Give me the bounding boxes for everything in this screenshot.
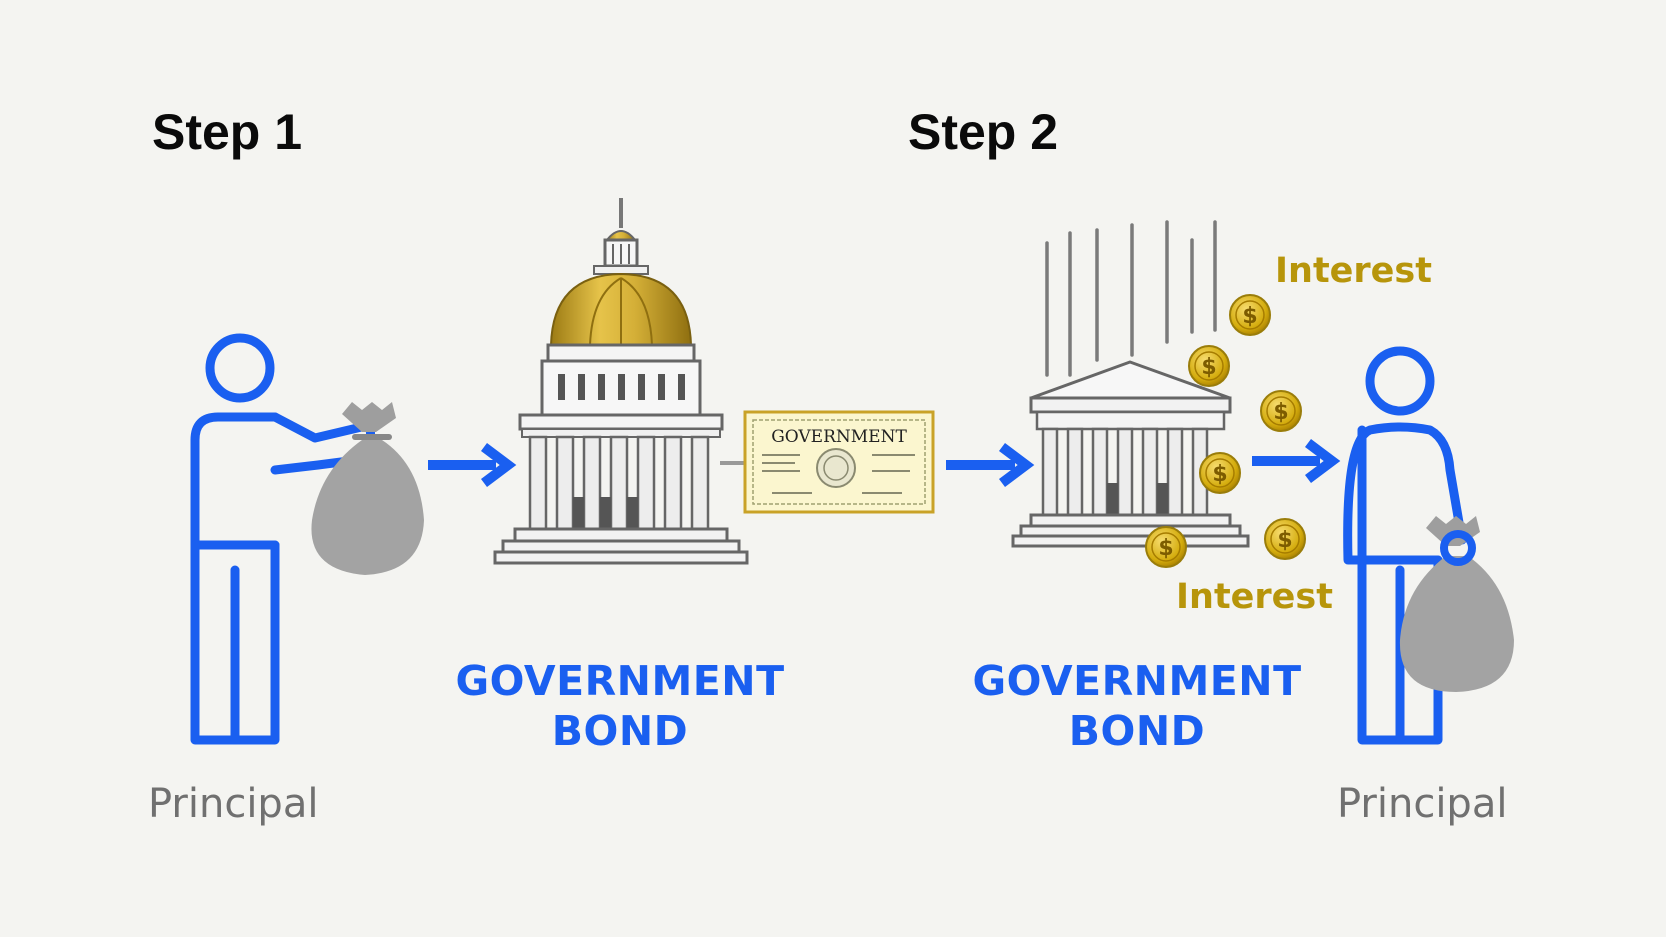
- interest-label-top: Interest: [1275, 251, 1432, 291]
- principal-label-left: Principal: [148, 781, 319, 827]
- money-bag-icon-right: [1399, 516, 1514, 692]
- bond-label-line2: BOND: [551, 707, 689, 755]
- bond-certificate-icon: GOVERNMENT: [743, 410, 935, 514]
- arrow-right-icon-3: [1252, 439, 1341, 483]
- bond-label-line2: BOND: [1068, 707, 1206, 755]
- coin-icon: [1145, 526, 1187, 568]
- bond-label-step1: GOVERNMENT BOND: [420, 656, 820, 756]
- step-1-title: Step 1: [152, 104, 303, 160]
- arrow-right-icon-1: [428, 443, 517, 487]
- coin-icon: [1260, 390, 1302, 432]
- bond-label-line1: GOVERNMENT: [972, 657, 1302, 705]
- coin-icon: [1264, 518, 1306, 560]
- capitol-building-icon: [493, 198, 749, 565]
- coin-icon: [1188, 345, 1230, 387]
- bond-certificate-title: GOVERNMENT: [771, 427, 907, 447]
- coin-icon: [1199, 452, 1241, 494]
- arrow-right-icon-2: [946, 443, 1035, 487]
- bank-building-icon: [1011, 360, 1250, 548]
- step-2-title: Step 2: [908, 104, 1059, 160]
- person-icon-left: [190, 333, 377, 745]
- falling-lines-icon: [1045, 220, 1217, 377]
- money-bag-icon-left: [311, 402, 424, 575]
- principal-label-right: Principal: [1337, 781, 1508, 827]
- bond-label-line1: GOVERNMENT: [455, 657, 785, 705]
- interest-label-bottom: Interest: [1176, 577, 1333, 617]
- coin-icon: [1229, 294, 1271, 336]
- bond-label-step2: GOVERNMENT BOND: [937, 656, 1337, 756]
